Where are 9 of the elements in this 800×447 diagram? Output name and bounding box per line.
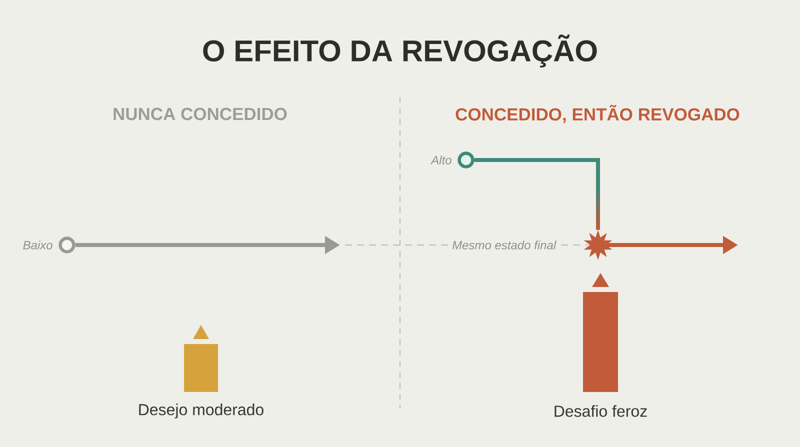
edge-label: Mesmo estado final [449,238,560,252]
point-label: Baixo [23,240,52,250]
title: O EFEITO DA REVOGAÇÃO [203,34,597,68]
section-heading: CONCEDIDO, ENTÃO REVOGADO [456,104,740,124]
starburst-icon [584,230,612,260]
section-heading: NUNCA CONCEDIDO [114,108,287,120]
point-label: Desafio feroz [554,405,647,417]
point-label: Desejo moderado [139,404,264,418]
point-label: Alto [430,156,452,164]
